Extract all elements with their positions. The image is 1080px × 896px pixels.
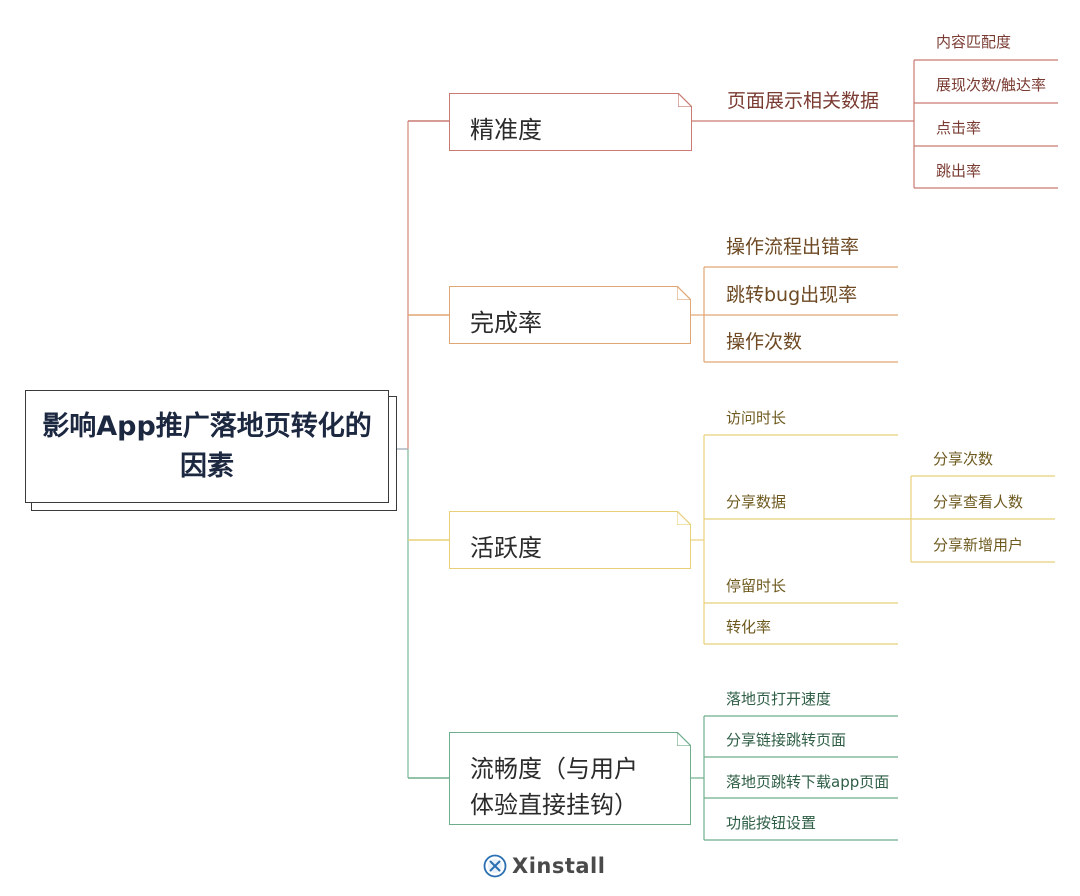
node-completion[interactable]: 完成率 — [449, 286, 691, 344]
node-activity-label: 活跃度 — [470, 534, 542, 562]
activity-item-4: 转化率 — [726, 618, 772, 636]
corner-fold-icon — [677, 732, 691, 746]
precision-item-2: 展现次数/触达率 — [936, 76, 1047, 94]
activity-item-3: 停留时长 — [726, 577, 787, 595]
xinstall-logo: Xinstall — [483, 854, 605, 878]
node-completion-label: 完成率 — [470, 309, 542, 337]
activity-item-2: 分享数据 — [726, 493, 787, 511]
completion-item-1: 操作流程出错率 — [726, 236, 860, 258]
corner-fold-icon — [677, 511, 691, 525]
node-smoothness-label-line2: 体验直接挂钩） — [470, 791, 638, 819]
smoothness-item-4: 功能按钮设置 — [726, 814, 817, 832]
share-item-2: 分享查看人数 — [933, 493, 1024, 511]
logo-text: Xinstall — [512, 854, 606, 878]
activity-item-1: 访问时长 — [726, 409, 787, 427]
share-item-3: 分享新增用户 — [933, 536, 1024, 554]
xinstall-logo-icon — [483, 854, 507, 878]
node-precision[interactable]: 精准度 — [449, 93, 692, 151]
precision-item-4: 跳出率 — [936, 162, 982, 180]
share-item-1: 分享次数 — [933, 450, 994, 468]
precision-child-label: 页面展示相关数据 — [727, 90, 880, 112]
node-smoothness[interactable]: 流畅度（与用户 体验直接挂钩） — [449, 732, 691, 825]
completion-item-2: 跳转bug出现率 — [726, 284, 858, 306]
precision-item-1: 内容匹配度 — [936, 33, 1012, 51]
root-node[interactable]: 影响App推广落地页转化的因素 — [25, 390, 389, 503]
corner-fold-icon — [677, 286, 691, 300]
smoothness-item-1: 落地页打开速度 — [726, 690, 832, 708]
completion-item-3: 操作次数 — [726, 331, 803, 353]
root-title: 影响App推广落地页转化的因素 — [42, 410, 372, 482]
node-activity[interactable]: 活跃度 — [449, 511, 691, 569]
smoothness-item-2: 分享链接跳转页面 — [726, 731, 847, 749]
node-smoothness-label-line1: 流畅度（与用户 — [470, 755, 638, 783]
node-precision-label: 精准度 — [470, 116, 542, 144]
smoothness-item-3: 落地页跳转下载app页面 — [726, 773, 890, 791]
precision-item-3: 点击率 — [936, 119, 982, 137]
corner-fold-icon — [678, 93, 692, 107]
